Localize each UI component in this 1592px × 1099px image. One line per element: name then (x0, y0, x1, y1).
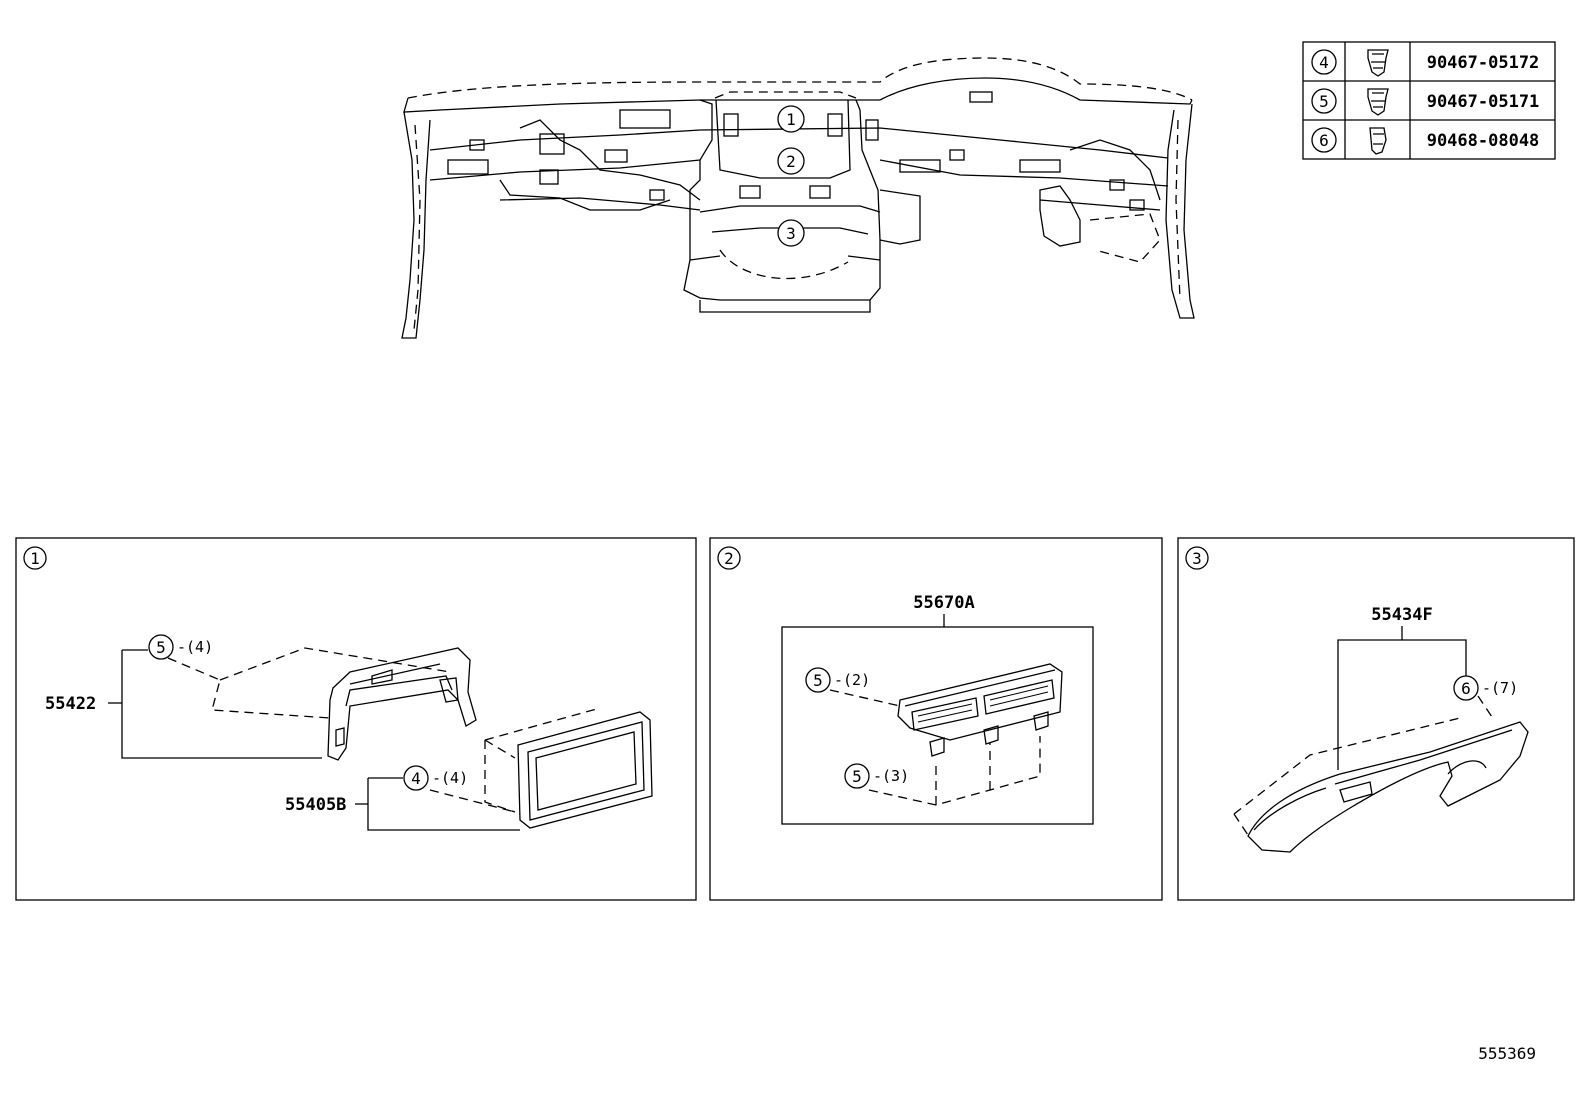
reference-id: 555369 (1478, 1044, 1536, 1063)
clip-icon (1369, 127, 1387, 155)
panel-key-3 (1185, 546, 1209, 570)
overview-callout-3-label: 3 (786, 224, 796, 243)
fastener-qty: -(2) (834, 671, 870, 689)
fastener-key-4 (1311, 49, 1337, 75)
overview-callout-2-label: 2 (786, 152, 796, 171)
panel-key-label: 3 (1192, 549, 1202, 568)
panel-key-label: 2 (724, 549, 734, 568)
fastener-key-label: 6 (1319, 131, 1329, 150)
part-label-55422: 55422 (45, 694, 96, 714)
fastener-callout-label: 5 (852, 767, 862, 786)
fastener-row-5: 5 90467-05171 (1311, 88, 1540, 116)
fastener-part-number: 90467-05171 (1427, 92, 1540, 112)
fastener-part-number: 90468-08048 (1427, 131, 1540, 151)
clip-icon (1367, 88, 1389, 116)
fastener-callout-label: 6 (1461, 679, 1471, 698)
fastener-callout-6 (1453, 675, 1479, 701)
part-label-55405B: 55405B (285, 795, 346, 815)
fastener-row-6: 6 90468-08048 (1311, 127, 1540, 155)
fastener-part-number: 90467-05172 (1427, 53, 1540, 73)
clip-icon (1367, 49, 1389, 77)
fastener-callout-label: 4 (411, 769, 421, 788)
fastener-callout-5 (844, 763, 870, 789)
fastener-callout-5 (805, 667, 831, 693)
overview-callout-1-label: 1 (786, 110, 796, 129)
fastener-callout-5 (148, 634, 174, 660)
fastener-callout-label: 5 (813, 671, 823, 690)
fastener-key-6 (1311, 127, 1337, 153)
overview-callout-2 (777, 147, 805, 175)
overview-callout-1 (777, 105, 805, 133)
instrument-panel-overview: 1 2 3 (401, 57, 1195, 339)
part-label-55670A: 55670A (913, 593, 974, 613)
fastener-qty: -(4) (432, 769, 468, 787)
fastener-callout-label: 5 (156, 638, 166, 657)
panel-key-label: 1 (30, 549, 40, 568)
fastener-qty: -(7) (1482, 679, 1518, 697)
fastener-row-4: 4 90467-05172 (1311, 49, 1540, 77)
detail-panel-3: 3 55434F 6 -(7) (1177, 537, 1575, 901)
panel-key-2 (717, 546, 741, 570)
fastener-qty: -(4) (177, 638, 213, 656)
overview-callout-3 (777, 219, 805, 247)
fastener-key-label: 4 (1319, 53, 1329, 72)
detail-panel-2: 2 55670A 5 -(2) 5 -(3) (709, 537, 1163, 901)
fastener-callout-4 (403, 765, 429, 791)
fastener-table: 4 90467-05172 5 90467-05171 6 90468-0804… (1302, 41, 1556, 160)
fastener-qty: -(3) (873, 767, 909, 785)
part-label-55434F: 55434F (1371, 605, 1432, 625)
fastener-key-label: 5 (1319, 92, 1329, 111)
detail-panel-1: 1 55422 5 -(4) 55405B 4 -(4) (15, 537, 697, 901)
panel-key-1 (23, 546, 47, 570)
fastener-key-5 (1311, 88, 1337, 114)
